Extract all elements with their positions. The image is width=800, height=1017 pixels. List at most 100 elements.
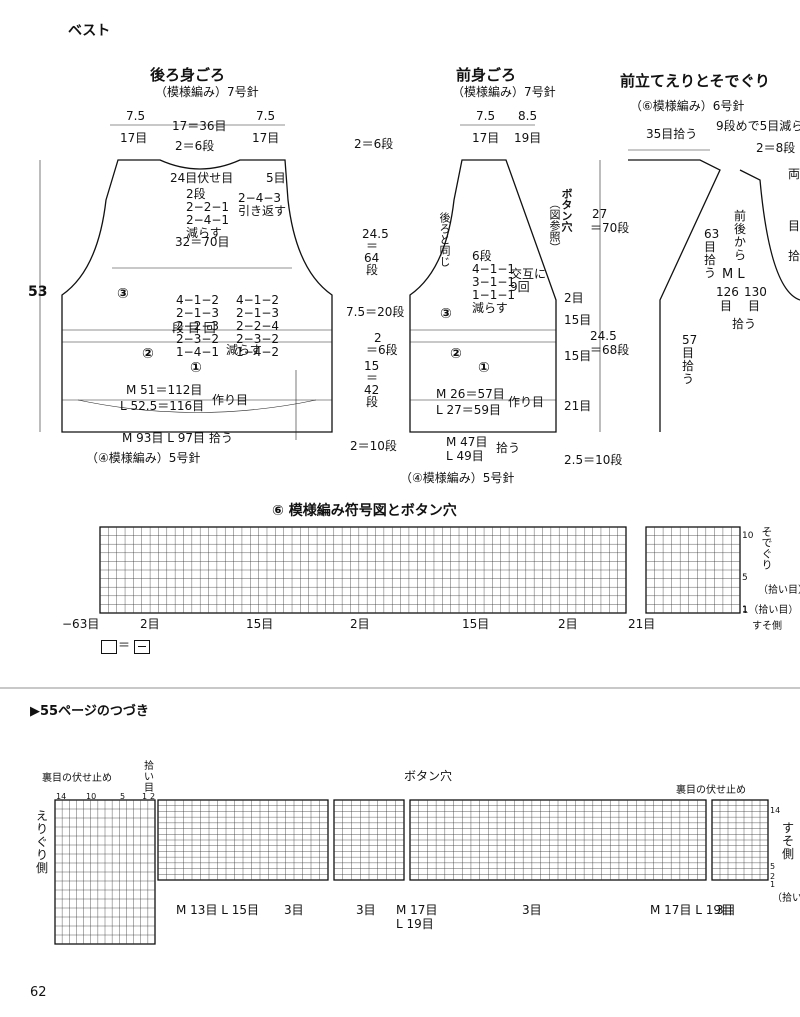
cont-cells-d (712, 800, 768, 880)
legend-eq: ＝ (118, 638, 131, 652)
back-circle-1: ① (190, 360, 202, 376)
back-neck-dec-1: 2段 (186, 187, 206, 201)
front-circle-3: ③ (440, 306, 452, 322)
col-9: 15 (364, 359, 380, 373)
front-body-outline (409, 159, 557, 433)
front-pickup-l: L 49目 (446, 449, 484, 463)
front-circle-1: ① (478, 360, 490, 376)
band-outline (628, 159, 800, 432)
chart6-seg-3: 2目 (350, 617, 370, 631)
back-dim-4: 7.5 (256, 109, 276, 123)
band-unit-l: 目 (748, 299, 761, 313)
band-count-l: 130 (744, 285, 767, 299)
col-13: 2＝10段 (350, 439, 397, 453)
back-hem-curve (77, 399, 317, 413)
back-arm-l-1: 4−1−2 (176, 293, 220, 307)
chart6-right-hem: すそ側 (752, 621, 782, 632)
cont-collar-4: り (36, 848, 49, 862)
back-pickup: M 93目 L 97目 拾う (122, 431, 233, 445)
col-1: 2＝6段 (354, 137, 394, 151)
back-ribbing: （④模様編み）5号針 (86, 451, 201, 465)
back-dim-5: 17目 (252, 131, 280, 145)
cont-seg-3: 3目 (356, 903, 376, 917)
cont-collar-2: り (36, 822, 49, 836)
back-arm-r-4: 2−3−2 (236, 332, 280, 346)
back-circle-3: ③ (117, 286, 129, 302)
cont-pick-1: 拾 (144, 761, 154, 772)
front-dim-3: 8.5 (518, 109, 538, 123)
band-both-2: 後 (734, 222, 747, 236)
cont-cells-collar (55, 800, 155, 944)
band-pickup: 拾う (732, 317, 757, 331)
cont-col-2: 2 (150, 792, 156, 801)
back-neck-bind: 24目伏せ目 (170, 171, 234, 185)
back-dim-3: 17＝36目 (172, 119, 227, 133)
back-arm-l-3: 2−2−3 (176, 319, 220, 333)
back-height: 53 (28, 284, 48, 300)
col-12: 段 (366, 395, 379, 409)
legend-blank-cell (101, 640, 117, 654)
front-cast-on-l: L 27＝59目 (436, 403, 502, 417)
cont-seg-2: 3目 (284, 903, 304, 917)
back-cast-on-note: 作り目 (212, 393, 249, 407)
back-shoulder-5: 5目 (266, 171, 286, 185)
band-57-4: う (682, 372, 695, 386)
front-dec-4: 1−1−1 (472, 288, 516, 302)
band-unit-m: 目 (720, 299, 733, 313)
band-57-3: 拾 (682, 359, 695, 373)
front-cast-on-note: 作り目 (508, 395, 545, 409)
chart6-left: −63目 (62, 617, 100, 631)
front-h-2: ＝70段 (590, 221, 630, 235)
back-neck-dec-4: 減らす (186, 226, 222, 240)
front-needle: （模様編み）7号針 (452, 85, 556, 99)
cont-collar-3: ぐ (36, 835, 49, 849)
col-5: 段 (366, 263, 379, 277)
front-cast-on-m: M 26＝57目 (436, 387, 505, 401)
front-dim-1: 7.5 (476, 109, 496, 123)
band-pick35: 35目拾う (646, 127, 698, 141)
chart6-seg-6: 21目 (628, 617, 656, 631)
chart6-title: ⑥ 模様編み符号図とボタン穴 (272, 503, 457, 519)
band-title: 前立てえりとそでぐり (620, 72, 770, 90)
chart6-seg-5: 2目 (558, 617, 578, 631)
front-h-4: ＝68段 (590, 343, 630, 357)
back-arm-l-5: 1−4−1 (176, 345, 220, 359)
back-arm-r-5: 1−4−2 (236, 345, 280, 359)
back-neck-dec-2: 2−2−1 (186, 200, 230, 214)
col-3: ＝ (366, 239, 379, 253)
front-h-3: 24.5 (590, 329, 617, 343)
col-2: 24.5 (362, 227, 389, 241)
cont-cells-b (334, 800, 404, 880)
back-side-dec: 減らす (226, 343, 262, 357)
back-needle: （模様編み）7号針 (155, 85, 259, 99)
cont-seg-4: M 17目 (396, 903, 438, 917)
cont-bind-right: 裏目の伏せ止め (676, 785, 746, 796)
cont-row-1: 1 (770, 880, 776, 889)
cont-pickup-right: （拾い (772, 893, 800, 904)
band-side-1: 両 (788, 167, 800, 181)
band-side-3: 拾 (788, 249, 800, 263)
cont-seg-5: L 19目 (396, 917, 434, 931)
front-dim-2: 17目 (472, 131, 500, 145)
front-circle-2: ② (450, 346, 462, 362)
legend-purl-cell (134, 640, 150, 654)
front-pickup-note: 拾う (496, 441, 521, 455)
cont-collar-5: 側 (36, 861, 49, 875)
back-cast-on-m: M 51＝112目 (126, 383, 203, 397)
cont-buttonhole: ボタン穴 (404, 769, 453, 783)
back-arm-r-2: 2−1−3 (236, 306, 280, 320)
col-7: 2 (374, 331, 382, 345)
col-4: 64 (364, 251, 380, 265)
back-neck: 2＝6段 (175, 139, 215, 153)
front-same-as-back: 後ろと同じ (438, 212, 451, 267)
front-buttonhole: ボタン穴 (560, 188, 573, 232)
front-dec-1: 6段 (472, 249, 492, 263)
cont-seg-8: 3目 (716, 903, 736, 917)
front-dec-2: 4−1−1 (472, 262, 516, 276)
back-shoulder-dec-2: 引き返す (238, 204, 287, 218)
band-57-1: 57 (682, 333, 698, 347)
back-dim-1: 7.5 (126, 109, 146, 123)
cont-hem-2: そ (782, 834, 795, 848)
cont-collar-1: え (36, 809, 49, 823)
band-both-3: か (734, 235, 747, 249)
